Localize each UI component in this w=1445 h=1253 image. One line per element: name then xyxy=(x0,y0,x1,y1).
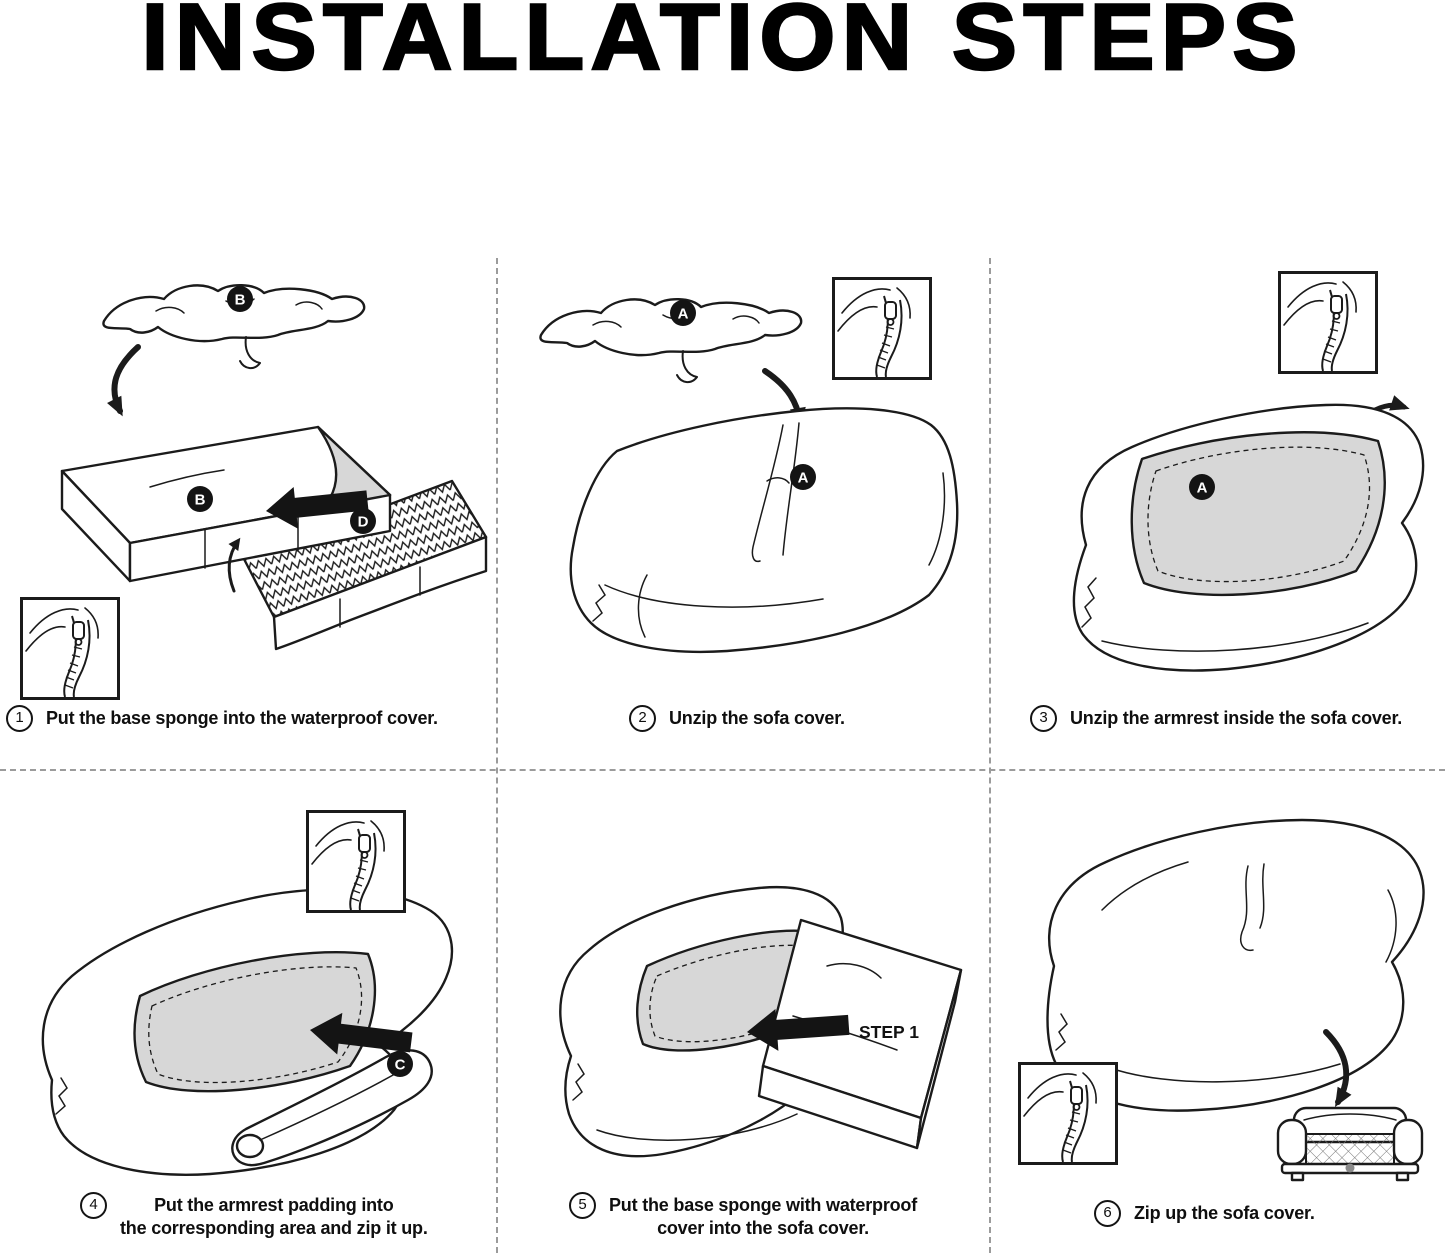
armrest-padding xyxy=(231,1049,433,1167)
badge-a-opening: A xyxy=(790,464,816,490)
zipper-detail-inset xyxy=(20,597,120,700)
step-2-panel: A A 2 Unzip the sofa cover. xyxy=(497,255,990,770)
step-3-caption: 3 Unzip the armrest inside the sofa cove… xyxy=(1030,705,1403,732)
step-number: 6 xyxy=(1094,1200,1121,1227)
step-number: 5 xyxy=(569,1192,596,1219)
step-3-illustration: A xyxy=(1072,271,1425,672)
sofa-cover xyxy=(569,407,959,654)
svg-text:D: D xyxy=(358,514,369,531)
covered-cushion xyxy=(60,425,392,583)
page-title: INSTALLATION STEPS xyxy=(140,0,1304,89)
zipper-detail-inset xyxy=(1018,1062,1118,1165)
step-number: 2 xyxy=(629,705,656,732)
step-6-illustration xyxy=(1018,818,1425,1182)
finished-sofa-icon xyxy=(1276,1106,1424,1182)
step-caption-text: Unzip the sofa cover. xyxy=(669,708,845,728)
badge-b-cover: B xyxy=(227,286,253,312)
step-caption-text: Put the base sponge with waterproof cove… xyxy=(609,1195,918,1238)
base-sponge xyxy=(242,479,488,651)
zipper-detail-inset xyxy=(306,810,406,913)
step-1-illustration: B B D xyxy=(20,284,488,700)
svg-text:C: C xyxy=(395,1057,406,1074)
step-4-illustration: C xyxy=(41,810,454,1176)
step-6-panel: 6 Zip up the sofa cover. xyxy=(990,770,1445,1253)
svg-text:A: A xyxy=(798,470,809,487)
step-5-caption: 5 Put the base sponge with waterproof co… xyxy=(569,1192,918,1239)
dashed-divider-vertical-1 xyxy=(496,258,498,1253)
step-caption-text: Unzip the armrest inside the sofa cover. xyxy=(1070,708,1403,728)
step-number: 1 xyxy=(6,705,33,732)
badge-b-cushion: B xyxy=(187,486,213,512)
step-caption-text: Zip up the sofa cover. xyxy=(1134,1203,1315,1223)
badge-a-cover: A xyxy=(670,300,696,326)
step1-arrow-label: STEP 1 xyxy=(859,1022,919,1042)
step-5-panel: STEP 1 5 Put the base sponge with waterp… xyxy=(497,770,990,1253)
svg-text:B: B xyxy=(195,492,206,509)
step-4-panel: C 4 Put the armrest padding into the cor… xyxy=(0,770,497,1253)
zip-up-arrow xyxy=(1323,1029,1352,1108)
zipper-detail-inset xyxy=(832,277,932,380)
flap-arrow xyxy=(227,537,241,593)
step-2-caption: 2 Unzip the sofa cover. xyxy=(629,705,845,732)
sofa-cover-open xyxy=(1072,403,1425,672)
svg-text:A: A xyxy=(1197,480,1208,497)
insert-arrow xyxy=(107,344,141,417)
step-1-caption: 1 Put the base sponge into the waterproo… xyxy=(6,705,438,732)
badge-c: C xyxy=(387,1051,413,1077)
badge-d: D xyxy=(350,508,376,534)
step-5-illustration: STEP 1 xyxy=(559,886,963,1158)
step-1-panel: B B D 1 Put the base sponge into the wat… xyxy=(0,255,497,770)
base-sponge-with-cover xyxy=(757,918,963,1150)
sofa-logo-dot xyxy=(1345,1163,1355,1173)
step-caption-text: Put the base sponge into the waterproof … xyxy=(46,708,438,728)
zipper-detail-inset xyxy=(1278,271,1378,374)
step-3-panel: A 3 Unzip the armrest inside the sofa co… xyxy=(990,255,1445,770)
step-number: 4 xyxy=(80,1192,107,1219)
step-number: 3 xyxy=(1030,705,1057,732)
step-caption-text: Put the armrest padding into the corresp… xyxy=(120,1195,428,1238)
step-4-caption: 4 Put the armrest padding into the corre… xyxy=(80,1192,428,1239)
svg-text:B: B xyxy=(235,292,246,309)
step-6-caption: 6 Zip up the sofa cover. xyxy=(1094,1200,1315,1227)
step-2-illustration: A A xyxy=(539,277,959,654)
badge-a-panel: A xyxy=(1189,474,1215,500)
dashed-divider-horizontal xyxy=(0,769,1445,771)
dashed-divider-vertical-2 xyxy=(989,258,991,1253)
svg-text:A: A xyxy=(678,306,689,323)
